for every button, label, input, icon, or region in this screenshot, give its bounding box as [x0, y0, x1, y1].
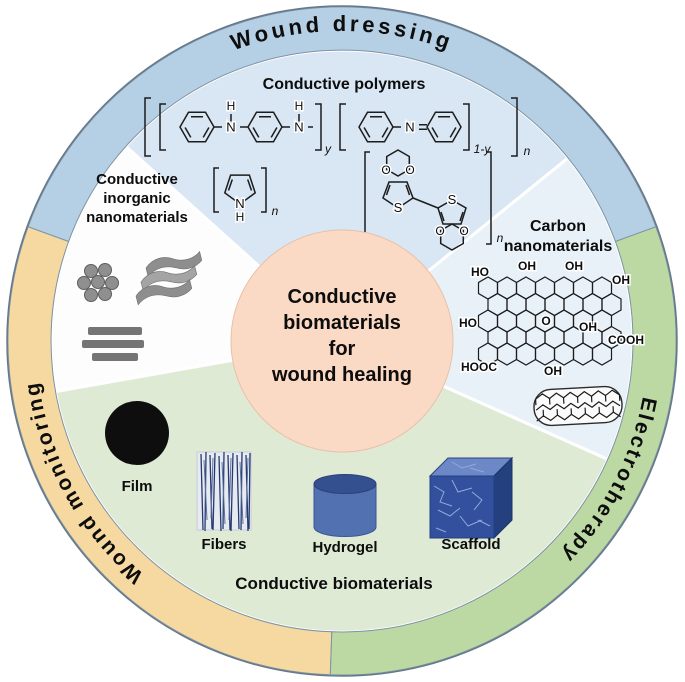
graphene-label: OH — [565, 259, 583, 273]
graphene-label: OH — [518, 259, 536, 273]
graphene-label: HOOC — [461, 360, 497, 374]
center-title-line4: wound healing — [271, 364, 412, 386]
film-label: Film — [122, 478, 153, 495]
polyaniline-n-atom: N — [226, 120, 235, 135]
pedot-o-atom: O — [381, 163, 390, 177]
fibers-icon — [196, 451, 252, 532]
conductive-polymers-sector-content: Conductive polymers N H N H N y 1-y n N — [144, 76, 531, 251]
center-title-line3: for — [329, 338, 356, 360]
graphene-label: OH — [612, 273, 630, 287]
graphene-label: HO — [471, 265, 489, 279]
outer-ring — [6, 5, 678, 677]
carbon-nanotube-structure — [533, 385, 623, 427]
polypyrrole-n-atom: N — [235, 196, 244, 211]
pedot-o-atom: O — [405, 163, 414, 177]
inorganic-title-line1: Conductive — [96, 171, 178, 188]
polyaniline-subscript-1y: 1-y — [474, 142, 492, 156]
inorganic-title-line3: nanomaterials — [86, 209, 188, 226]
center-title-line1: Conductive — [288, 286, 397, 308]
scaffold-label: Scaffold — [441, 536, 500, 553]
polypyrrole-subscript-n: n — [272, 204, 279, 218]
nanorods-icon — [82, 327, 144, 361]
polypyrrole-structure: N H n — [213, 167, 279, 226]
polyaniline-h-atom: H — [227, 99, 236, 113]
graphene-oxide-structure: HO OH OH OH HO COOH O OH HOOC OH — [458, 258, 646, 380]
polyaniline-h-atom: H — [295, 99, 304, 113]
pedot-o-atom: O — [459, 224, 468, 238]
conductive-biomaterials-title: Conductive biomaterials — [235, 574, 432, 593]
graphene-label: OH — [544, 364, 562, 378]
center-title-line2: biomaterials — [283, 312, 401, 334]
pedot-structure: O O S S O O n — [364, 149, 504, 251]
carbon-title-line1: Carbon — [530, 218, 586, 235]
polyaniline-n-atom: N — [294, 120, 303, 135]
nanoparticles-icon — [77, 263, 119, 302]
pedot-subscript-n: n — [497, 231, 504, 245]
inorganic-sector-content: Conductive inorganic nanomaterials — [77, 171, 204, 361]
biomaterials-sector-content: Film Fibers Hydrogel Scaffold Conductive… — [105, 401, 514, 593]
polyaniline-n-atom: N — [405, 120, 414, 135]
polyaniline-subscript-y: y — [324, 142, 332, 156]
pedot-s-atom: S — [448, 192, 457, 207]
ring-segment-electrotherapy — [329, 226, 677, 676]
polypyrrole-h-atom: H — [236, 210, 245, 224]
polyaniline-subscript-n: n — [524, 144, 531, 158]
graphene-label: COOH — [608, 333, 644, 347]
graphene-label: HO — [459, 316, 477, 330]
polyaniline-structure: N H N H N y 1-y n — [144, 97, 531, 158]
inorganic-title-line2: inorganic — [103, 190, 171, 207]
scaffold-icon — [428, 456, 514, 540]
center-circle: Conductive biomaterials for wound healin… — [230, 229, 454, 453]
conductive-polymers-title: Conductive polymers — [263, 76, 426, 93]
graphene-label: OH — [579, 320, 597, 334]
outer-border — [6, 5, 678, 677]
fibers-label: Fibers — [201, 536, 246, 553]
pedot-s-atom: S — [394, 200, 403, 215]
hydrogel-icon — [313, 474, 377, 537]
film-icon — [105, 401, 169, 465]
graphene-label: O — [541, 314, 550, 328]
carbon-sector-content: Carbon nanomaterials HO OH OH OH HO COOH… — [458, 218, 646, 427]
pedot-o-atom: O — [435, 224, 444, 238]
hydrogel-label: Hydrogel — [312, 539, 377, 556]
ring-segment-wound-dressing — [27, 6, 657, 243]
carbon-title-line2: nanomaterials — [504, 238, 613, 255]
